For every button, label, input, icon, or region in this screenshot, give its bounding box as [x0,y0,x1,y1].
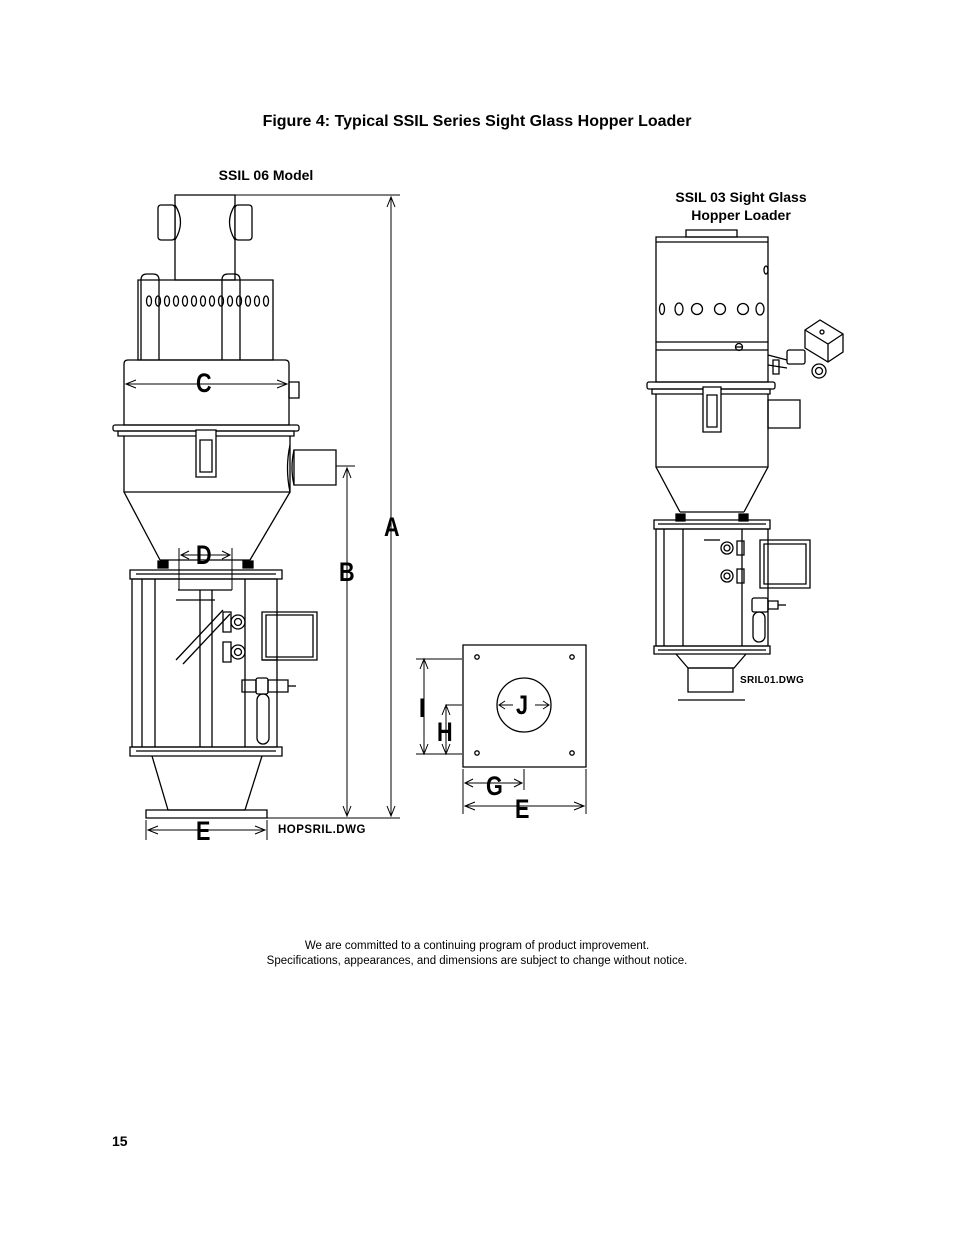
motor-housing [138,280,273,360]
outlet-flange [146,810,267,818]
proximity-sensor-upper [231,615,245,629]
dimension-a-label: A [384,512,400,542]
dimension-c-label: C [196,368,212,398]
vent-slots [147,296,269,306]
solenoid-valve [805,320,843,362]
hopper-cone-small [656,467,768,512]
hopper-body-small [656,394,768,467]
vacuum-port-small [768,400,800,428]
bolt-hole [570,751,574,755]
bolt-hole [570,655,574,659]
dimension-e-left-label: E [196,816,211,846]
pressure-switch [256,678,268,694]
footer-line2: Specifications, appearances, and dimensi… [266,955,688,967]
figure-title: Figure 4: Typical SSIL Series Sight Glas… [262,113,692,130]
mounting-plate-drawing [463,645,586,767]
vacuum-port [294,450,336,485]
dimension-g-label: G [486,771,503,801]
center-opening [497,678,551,732]
bolt-hole [475,751,479,755]
footer-notice: We are committed to a continuing program… [0,939,954,969]
footer-line1: We are committed to a continuing program… [304,940,650,952]
pressure-switch-small [752,598,768,612]
side-fitting [289,382,299,398]
sight-glass-body-small [656,529,768,646]
right-model-label-line2: Hopper Loader [691,207,791,223]
ssil-06-drawing [113,195,336,818]
proximity-sensor-lower [231,645,245,659]
bolt-hole [475,655,479,659]
ssil-03-drawing [647,230,843,700]
lid-latch [196,430,216,477]
left-model-label: SSIL 06 Model [218,167,314,183]
ssil-06-dimension-lines [126,195,400,840]
top-cap [686,230,737,237]
right-model-label-line1: SSIL 03 Sight Glass [675,189,807,205]
plate-dimension-lines [416,659,586,814]
inlet-tube [175,195,235,280]
outlet-cone [152,756,262,810]
dimension-d-label: D [196,540,212,570]
sight-glass-bottom-plate-small [654,646,770,654]
dimension-j-label: J [516,690,529,720]
dimension-i-label: I [419,693,426,723]
right-model-label: SSIL 03 Sight Glass Hopper Loader [640,188,842,224]
discharge-flap [176,590,232,664]
hopper-body [124,436,290,492]
left-drawing-file-label: HOPSRIL.DWG [278,824,366,836]
sight-glass-body [132,579,277,747]
sight-glass-bottom-plate [130,747,282,756]
lid-latch-small [703,387,721,432]
outlet-small [676,654,746,668]
hopper-cone [124,492,290,560]
mounting-bracket [262,612,317,660]
mounting-bracket-small [760,540,810,588]
motor-housing-small [656,237,768,342]
inlet-clamp-left [158,205,175,240]
dimension-h-label: H [437,717,453,747]
vent-holes [660,266,769,315]
page-number: 15 [112,1133,128,1149]
right-drawing-file-label: SRIL01.DWG [740,675,805,686]
sensor-lower-small [721,570,733,582]
dimension-b-label: B [339,557,355,587]
dimension-e-plate-label: E [515,794,530,824]
sensor-upper-small [721,542,733,554]
mounting-plate [463,645,586,767]
inlet-clamp-right [235,205,252,240]
